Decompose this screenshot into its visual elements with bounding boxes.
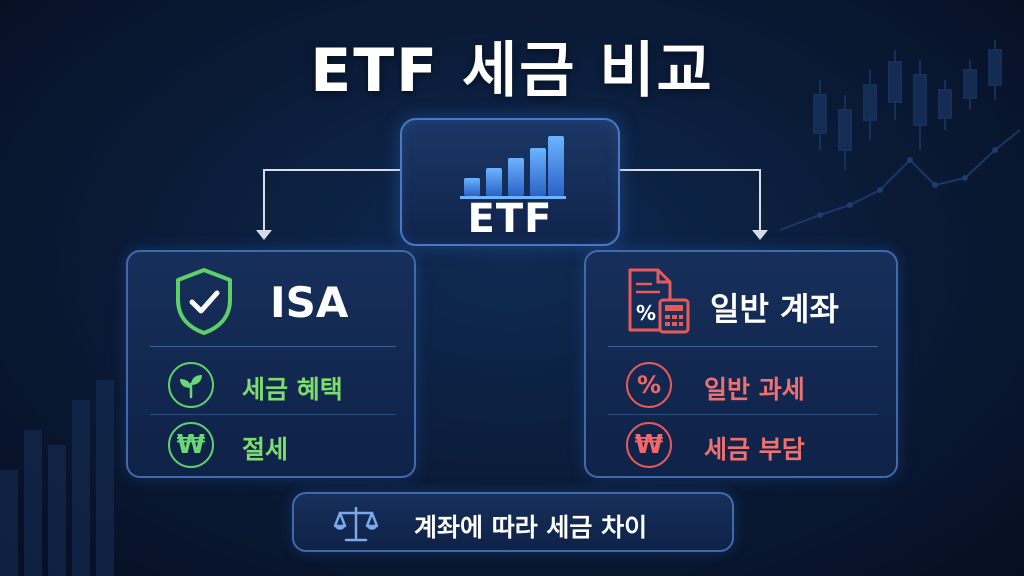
shield-check-icon xyxy=(176,268,232,335)
page-title: ETF 세금 비교 xyxy=(310,36,714,106)
sprout-icon xyxy=(168,362,214,408)
percent-icon: % xyxy=(626,362,672,408)
general-row-1-text: 일반 과세 xyxy=(704,375,805,404)
scale-icon xyxy=(334,506,378,542)
footer-text: 계좌에 따라 세금 차이 xyxy=(414,513,648,542)
won-icon: ₩ xyxy=(626,422,672,468)
general-divider xyxy=(608,346,878,347)
isa-title: ISA xyxy=(270,278,349,327)
won-icon: ₩ xyxy=(168,422,214,468)
bar-chart-icon xyxy=(460,136,566,199)
general-account-title: 일반 계좌 xyxy=(710,290,839,328)
isa-divider xyxy=(150,346,396,347)
isa-row-divider xyxy=(150,414,396,415)
general-account-card: % 일반 계좌 % 일반 과세 ₩ 세금 부담 xyxy=(584,250,898,478)
etf-label: ETF xyxy=(467,196,553,242)
general-row-divider xyxy=(608,414,878,415)
isa-row-2-text: 절세 xyxy=(242,435,289,464)
tax-calculator-icon: % xyxy=(628,268,690,334)
footer-banner: 계좌에 따라 세금 차이 xyxy=(292,492,734,552)
general-row-2-text: 세금 부담 xyxy=(704,435,805,464)
svg-text:%: % xyxy=(636,301,656,325)
etf-node xyxy=(400,118,620,246)
isa-card: ISA 세금 혜택 ₩ 절세 xyxy=(126,250,416,478)
isa-row-1-text: 세금 혜택 xyxy=(242,375,343,404)
